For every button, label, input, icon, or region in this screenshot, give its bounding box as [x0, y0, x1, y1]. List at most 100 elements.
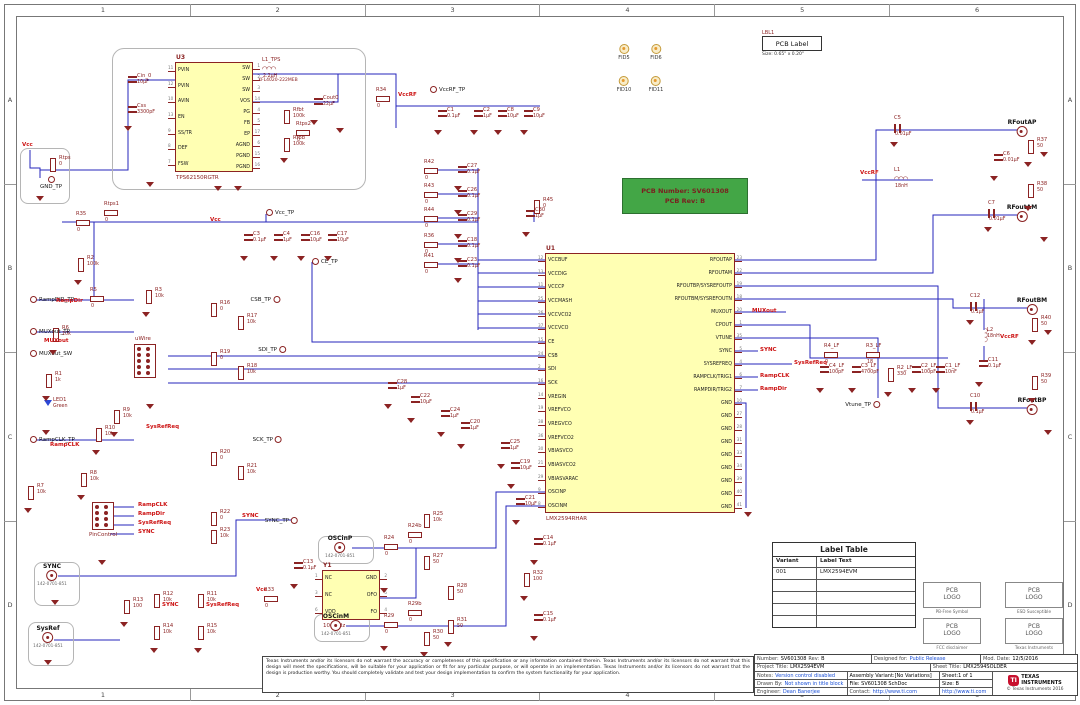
testpoint-circle[interactable]: [30, 350, 37, 357]
component-designator: L1_TPS: [262, 57, 281, 63]
component-value: 0.1µF: [971, 410, 985, 415]
testpoint-circle[interactable]: [273, 296, 280, 303]
header-pin[interactable]: [95, 511, 99, 515]
engineer-value[interactable]: Dean Banerjee: [782, 688, 820, 695]
grid-row-B: B: [1064, 185, 1076, 353]
component-value: 0: [385, 630, 389, 635]
ground-symbol: [42, 430, 50, 435]
header-pin[interactable]: [137, 365, 141, 369]
ground-symbol: [98, 560, 106, 565]
sma-connector-ring[interactable]: [334, 542, 346, 553]
header-pin[interactable]: [137, 353, 141, 357]
ground-symbol: [744, 512, 752, 517]
component-designator: R21: [247, 463, 258, 469]
testpoint-circle[interactable]: [873, 401, 880, 408]
pin-name: SS/TR: [178, 130, 192, 136]
ground-symbol: [520, 130, 528, 135]
sma-connector-ring[interactable]: [1026, 404, 1038, 415]
testpoint-circle[interactable]: [47, 176, 55, 183]
header-pin[interactable]: [137, 347, 141, 351]
header-pin[interactable]: [146, 353, 150, 357]
header-pin[interactable]: [104, 505, 108, 509]
component-value: 0.1µF: [467, 170, 481, 175]
testpoint-circle[interactable]: [266, 209, 273, 216]
component-designator: C16: [310, 231, 321, 237]
pin-number: 38: [538, 419, 544, 425]
component-value: 0.01µF: [895, 132, 912, 137]
header-pin[interactable]: [95, 523, 99, 527]
connector-label: SYNC: [42, 563, 62, 570]
testpoint-circle[interactable]: [30, 436, 37, 443]
sma-connector-ring[interactable]: [1016, 211, 1028, 222]
header-pin[interactable]: [146, 371, 150, 375]
sma-connector-ring[interactable]: [1016, 126, 1028, 137]
testpoint-circle[interactable]: [430, 86, 437, 93]
ground-symbol: [932, 388, 940, 393]
pin-number: 3: [315, 590, 318, 595]
header-pin[interactable]: [104, 517, 108, 521]
pin-number: 33: [736, 449, 742, 455]
pin-number: 6: [739, 371, 742, 377]
sma-connector-ring[interactable]: [46, 570, 58, 581]
header-pin[interactable]: [146, 347, 150, 351]
component-designator: R31: [457, 617, 468, 623]
component-value: 2.2µH: [263, 74, 278, 79]
contact-value[interactable]: http://www.ti.com: [872, 688, 917, 695]
pin-number: 16: [538, 378, 544, 383]
pcb-logo-box: PCB LOGO: [1005, 582, 1063, 608]
component-designator: C19: [520, 459, 531, 465]
sma-connector-ring[interactable]: [330, 620, 342, 631]
testpoint-circle[interactable]: [275, 436, 282, 443]
header-pin[interactable]: [95, 505, 99, 509]
url-value[interactable]: http://www.ti.com: [942, 688, 987, 695]
component-value: 10k: [247, 470, 256, 475]
pin-number: 39: [736, 475, 742, 481]
header-pin[interactable]: [104, 523, 108, 527]
resistor-symbol: [824, 352, 838, 358]
header-pin[interactable]: [146, 359, 150, 363]
testpoint-circle[interactable]: [312, 258, 319, 265]
component-designator: R10: [105, 425, 116, 431]
testpoint-circle[interactable]: [279, 346, 286, 353]
pin-name: GND: [721, 465, 732, 471]
component-value: 50: [1037, 144, 1044, 149]
pin-number: 37: [538, 323, 544, 329]
sma-connector-ring[interactable]: [42, 632, 54, 643]
notes-value: Version control disabled: [775, 672, 836, 679]
pin-name: PGND: [236, 153, 250, 159]
ground-symbol: [1040, 152, 1048, 157]
component-value: 10k: [207, 630, 216, 635]
testpoint-label: Vcc_TP: [275, 209, 295, 216]
testpoint-circle[interactable]: [30, 296, 37, 303]
pin-name: GND: [721, 426, 732, 432]
pin-name: DEF: [178, 146, 188, 152]
header-pin[interactable]: [95, 517, 99, 521]
testpoint-circle[interactable]: [30, 328, 37, 335]
resistor-symbol: [104, 210, 118, 216]
net-label-rampclk: RampCLK: [50, 442, 80, 448]
header-pin[interactable]: [104, 511, 108, 515]
component-designator: Cin_0: [137, 73, 152, 79]
header-pin[interactable]: [137, 359, 141, 363]
pin-number: 21: [538, 460, 544, 466]
testpoint-circle[interactable]: [291, 517, 298, 524]
header-pin[interactable]: [146, 365, 150, 369]
pin-name: GND: [721, 452, 732, 458]
pcb-logo-box: PCB LOGO: [923, 618, 981, 644]
header-pin[interactable]: [137, 371, 141, 375]
component-value: 0.1µF: [467, 244, 481, 249]
pin-name: VCCVCO2: [548, 312, 572, 318]
component-designator: R38: [1037, 181, 1048, 187]
drawnby-value[interactable]: Not shown in title block: [784, 680, 844, 687]
designed-value[interactable]: Public Release: [909, 655, 946, 662]
ground-symbol: [120, 622, 128, 627]
sma-connector-ring[interactable]: [1026, 304, 1038, 315]
